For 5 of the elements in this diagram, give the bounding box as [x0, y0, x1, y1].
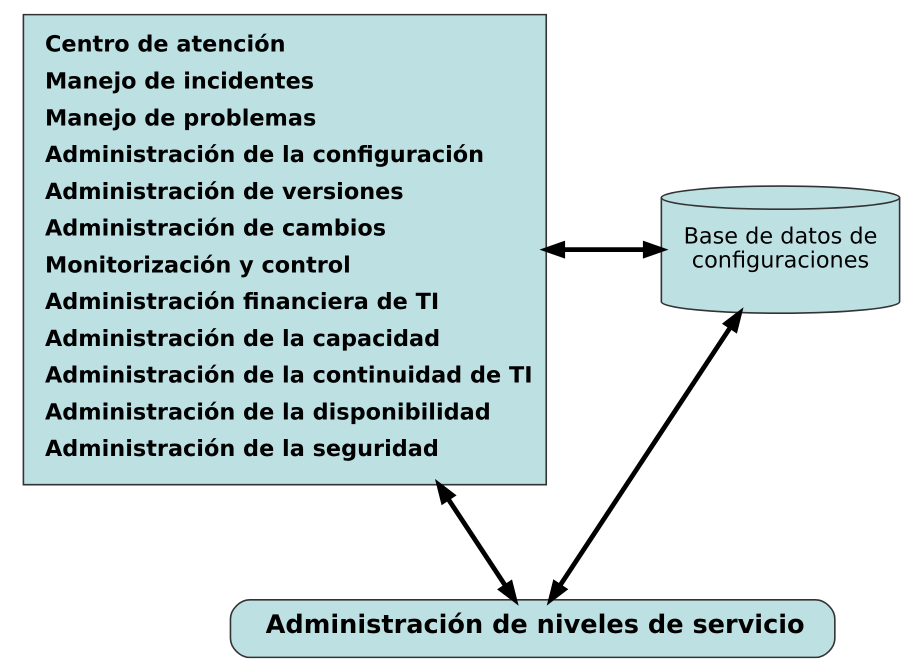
arrow — [546, 307, 744, 606]
arrow — [538, 240, 668, 259]
node-box: Centro de atención Manejo de incidentes Manejo de problemas Administración de la configuración Administración de versiones Administración de cambios Monitorización y control Administración financiera de TI Administración de la capacidad Administración de la continuidad de TI Administración de la disponibilidad Administración de la seguridad — [22, 14, 547, 486]
arrow — [434, 478, 518, 606]
node-box: Administración de niveles de servicio — [229, 599, 836, 658]
